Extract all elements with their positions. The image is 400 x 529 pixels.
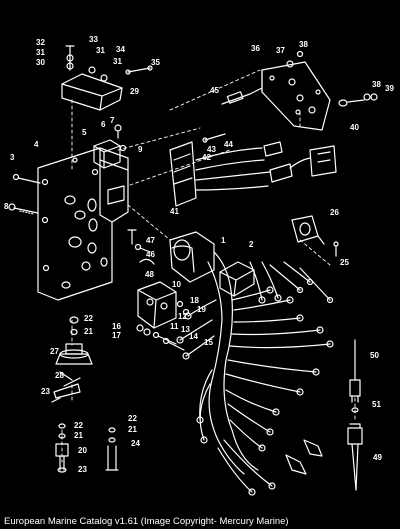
callout-27: 27 <box>50 347 59 356</box>
relay-block <box>61 45 153 111</box>
callout-2: 2 <box>249 240 254 249</box>
callout-45: 45 <box>210 86 219 95</box>
callout-21a: 21 <box>84 327 93 336</box>
fuse-holder-bracket <box>261 50 378 131</box>
callout-48: 48 <box>145 270 154 279</box>
callout-38b: 38 <box>372 80 381 89</box>
gasket-plate <box>291 215 339 257</box>
callout-19: 19 <box>197 305 206 314</box>
copyright-caption: European Marine Catalog v1.61 (Image Cop… <box>0 515 400 529</box>
callout-31c: 31 <box>113 57 122 66</box>
callout-12: 12 <box>178 312 187 321</box>
callout-36: 36 <box>251 44 260 53</box>
callout-33: 33 <box>89 35 98 44</box>
callout-14: 14 <box>189 332 198 341</box>
callout-50: 50 <box>370 351 379 360</box>
exploded-parts-diagram <box>8 45 378 496</box>
callout-35: 35 <box>151 58 160 67</box>
callout-5: 5 <box>82 128 87 137</box>
callout-39: 39 <box>385 84 394 93</box>
callout-4: 4 <box>34 140 39 149</box>
callout-41: 41 <box>170 207 179 216</box>
callout-31a: 31 <box>36 48 45 57</box>
callout-13: 13 <box>181 325 190 334</box>
callout-46: 46 <box>146 250 155 259</box>
callout-37: 37 <box>276 46 285 55</box>
callout-28: 28 <box>55 371 64 380</box>
callout-23a: 23 <box>41 387 50 396</box>
callout-17: 17 <box>112 331 121 340</box>
callout-24: 24 <box>131 439 140 448</box>
callout-22b: 22 <box>74 421 83 430</box>
callout-21b: 21 <box>74 431 83 440</box>
assembly-lead-lines <box>61 69 356 463</box>
mounting-bracket-plate <box>37 147 129 301</box>
wiring-harness <box>169 231 334 496</box>
callout-21c: 21 <box>128 425 137 434</box>
callout-16: 16 <box>112 322 121 331</box>
bolts <box>8 173 41 215</box>
switch-assembly <box>127 229 190 351</box>
callout-25: 25 <box>340 258 349 267</box>
callout-47: 47 <box>146 236 155 245</box>
callout-10: 10 <box>172 280 181 289</box>
callout-32: 32 <box>36 38 45 47</box>
callout-38a: 38 <box>299 40 308 49</box>
small-hardware-left <box>51 316 119 473</box>
callout-42: 42 <box>202 153 211 162</box>
inline-fuse <box>221 87 263 105</box>
harness-connector <box>169 133 337 207</box>
callout-18: 18 <box>190 296 199 305</box>
connector-housing <box>219 261 255 297</box>
callout-20: 20 <box>78 446 87 455</box>
callout-23b: 23 <box>78 465 87 474</box>
callout-6: 6 <box>101 120 106 129</box>
callout-22c: 22 <box>128 414 137 423</box>
callout-44: 44 <box>224 140 233 149</box>
callout-49: 49 <box>373 453 382 462</box>
callout-22a: 22 <box>84 314 93 323</box>
callout-31b: 31 <box>96 46 105 55</box>
callout-51: 51 <box>372 400 381 409</box>
callout-11: 11 <box>170 322 179 331</box>
callout-3: 3 <box>10 153 15 162</box>
callout-29: 29 <box>130 87 139 96</box>
callout-15: 15 <box>204 338 213 347</box>
sender-probes <box>347 339 363 491</box>
callout-40: 40 <box>350 123 359 132</box>
callout-8: 8 <box>4 202 9 211</box>
callout-34: 34 <box>116 45 125 54</box>
callout-7: 7 <box>110 116 115 125</box>
callout-9: 9 <box>138 145 143 154</box>
terminal-block-parts <box>93 124 127 169</box>
callout-43: 43 <box>207 145 216 154</box>
callout-1: 1 <box>221 236 226 245</box>
callout-26: 26 <box>330 208 339 217</box>
callout-30: 30 <box>36 58 45 67</box>
